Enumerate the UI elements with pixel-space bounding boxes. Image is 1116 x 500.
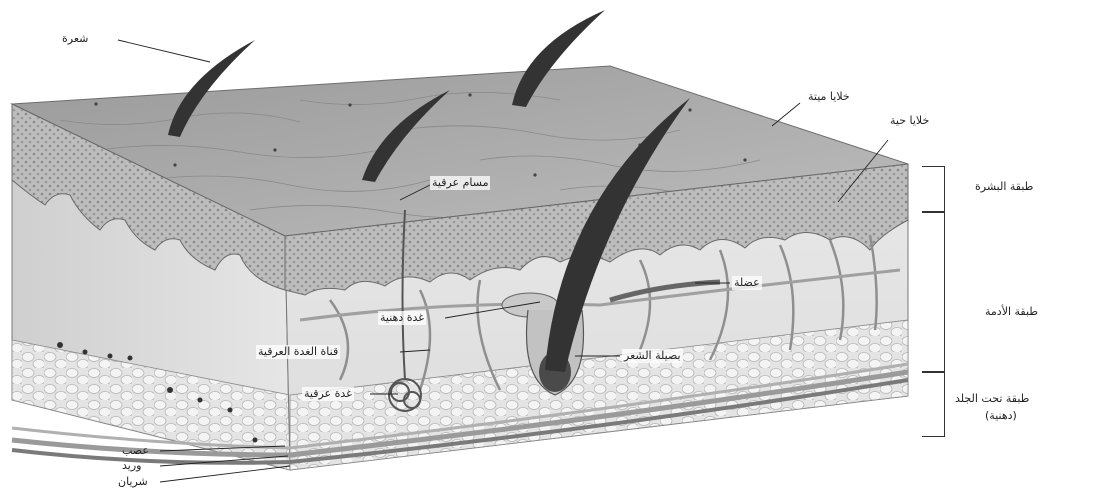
epidermis-bracket [922,166,945,213]
label-hair: شعرة [62,32,88,46]
label-sweat-duct: قناة الغدة العرقية [256,345,340,359]
label-nerve: عصب [122,444,149,458]
label-sebaceous-gland: غدة دهنية [378,311,426,325]
dermis-bracket [922,211,945,373]
label-muscle: عضلة [732,276,762,290]
label-epidermis: طبقة البشرة [975,180,1033,194]
label-hypodermis: طبقة تحت الجلد [955,392,1029,406]
label-sweat-gland: غدة عرقية [302,387,354,401]
label-dermis: طبقة الأدمة [985,305,1038,319]
label-artery: شريان [118,475,148,489]
label-hypodermis-note: (دهنية) [985,409,1017,423]
label-sweat-pore: مسام عرقية [430,176,490,190]
label-living-cells: خلايا حية [890,114,929,128]
label-dead-cells: خلايا ميتة [808,90,850,104]
label-hair-bulb: بصيلة الشعر [622,349,683,363]
hypodermis-bracket [922,371,945,437]
label-vein: وريد [122,459,141,473]
